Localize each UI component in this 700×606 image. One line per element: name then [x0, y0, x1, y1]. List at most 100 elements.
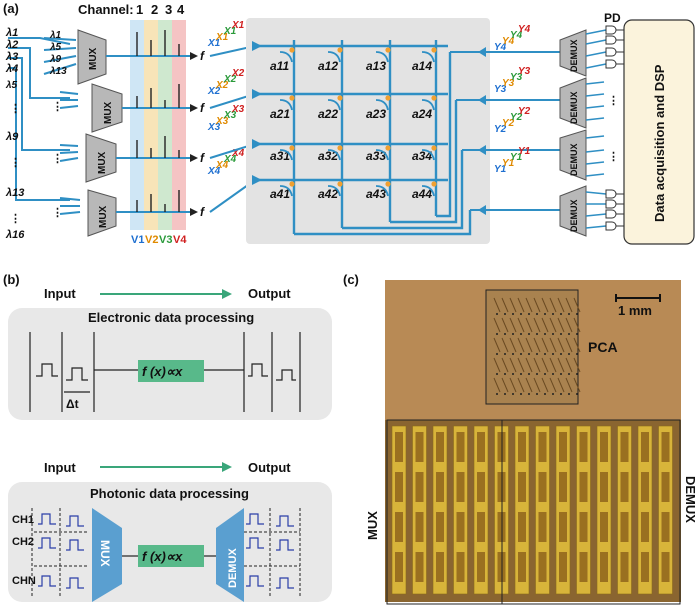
matrix-cell-label: a31 [270, 149, 290, 163]
matrix-output-arrows [478, 47, 486, 215]
x-row4-4: X4 [231, 148, 245, 159]
lambda-3-left: λ3 [5, 51, 18, 63]
matrix-grid [258, 40, 472, 236]
pca-cell [525, 357, 533, 373]
y-row4-2: Y1 [502, 158, 515, 169]
pca-cell [541, 317, 549, 333]
pd-icon [605, 199, 617, 209]
pca-cell [557, 377, 565, 393]
f-label-2: f [200, 101, 205, 115]
panel-a-label: (a) [3, 1, 19, 16]
pca-cell [525, 337, 533, 353]
matrix-cell-label: a22 [318, 107, 338, 121]
electrode-slot [395, 472, 403, 502]
electrode-slot [456, 552, 465, 582]
pca-dot [552, 393, 554, 395]
channel-number-3: 3 [165, 2, 172, 17]
left-ellipsis-2: ⋮ [10, 157, 21, 169]
y-row1-2: Y4 [502, 36, 515, 47]
photonic-pulses [38, 513, 294, 589]
x-row3-4: X3 [231, 104, 245, 115]
pca-dot [536, 393, 538, 395]
matrix-cell-label: a21 [270, 107, 290, 121]
photonic-mux-label: MUX [98, 540, 112, 567]
pca-dot [504, 393, 506, 395]
electrode-slot [600, 432, 608, 462]
pd-icon [605, 25, 617, 35]
pca-cell [533, 317, 541, 333]
y-row2-1: Y3 [494, 84, 507, 95]
pca-dot [520, 373, 522, 375]
matrix-cell-label: a34 [412, 149, 432, 163]
matrix-cell-label: a24 [412, 107, 432, 121]
pca-cell [501, 317, 509, 333]
pca-cell [525, 297, 533, 313]
electrode-slot [579, 472, 588, 502]
left-ellipsis-3: ⋮ [10, 213, 21, 225]
pd-icon [605, 221, 617, 231]
x-row4-3: X4 [223, 154, 237, 165]
demux-3-label: DEMUX [569, 143, 579, 176]
pca-cell [525, 377, 533, 393]
mux-4-label: MUX [98, 205, 109, 228]
demux-region-box [501, 419, 681, 605]
pca-cell [533, 377, 541, 393]
x-row1-2: X1 [215, 32, 229, 43]
panel-b-label: (b) [3, 272, 20, 287]
pca-dot [528, 353, 530, 355]
electrode-slot [477, 512, 485, 542]
matrix-input-arrows [252, 41, 262, 185]
pca-dot [520, 313, 522, 315]
pca-cell [517, 377, 525, 393]
coupler-mark [421, 51, 435, 63]
pca-dot [496, 353, 498, 355]
heater-dot [431, 145, 437, 151]
pca-dot [568, 373, 570, 375]
channel-bar-2 [144, 20, 158, 230]
pca-cell [493, 317, 501, 333]
pca-cell [509, 357, 517, 373]
photonic-function-box [138, 545, 204, 567]
coupler-mark [327, 99, 341, 111]
pca-cell [541, 337, 549, 353]
channel-bars [130, 20, 186, 230]
pca-cell [501, 357, 509, 373]
electrode-slot [579, 552, 588, 582]
electrode-slot [395, 552, 403, 582]
electrode-slot [661, 432, 670, 462]
pca-cell [509, 297, 517, 313]
pca-cell [533, 297, 541, 313]
demux-1 [559, 29, 587, 77]
heater-dot [385, 47, 391, 53]
pca-cell [557, 357, 565, 373]
lambda-2-left: λ2 [5, 39, 18, 51]
pca-cell [509, 377, 517, 393]
pca-dot [504, 373, 506, 375]
pca-dot [576, 353, 578, 355]
pca-dot [528, 333, 530, 335]
x-row2-4: X2 [231, 68, 245, 79]
pd-ellipsis-1: ⋮ [608, 95, 619, 107]
v-label-1: V1 [131, 234, 144, 246]
electrode-slot [600, 552, 608, 582]
panel-c-label: (c) [343, 272, 359, 287]
electrode-region [385, 420, 681, 602]
coupler-mark [375, 149, 389, 161]
pca-dot [536, 313, 538, 315]
pd-icon [605, 35, 617, 45]
electrode-slot [477, 552, 485, 582]
heater-dot [385, 145, 391, 151]
heater-dot [337, 95, 343, 101]
x-row1-4: X1 [231, 20, 245, 31]
demux-4-label: DEMUX [569, 199, 579, 232]
matrix-cell-label: a13 [366, 59, 386, 73]
pca-dot [544, 353, 546, 355]
pca-box [485, 289, 579, 405]
pca-dot [552, 353, 554, 355]
pca-cell [541, 357, 549, 373]
electrode-slot [559, 512, 567, 542]
y-row2-2: Y3 [502, 78, 515, 89]
pd-label: PD [604, 11, 621, 25]
x-row3-3: X3 [223, 110, 237, 121]
